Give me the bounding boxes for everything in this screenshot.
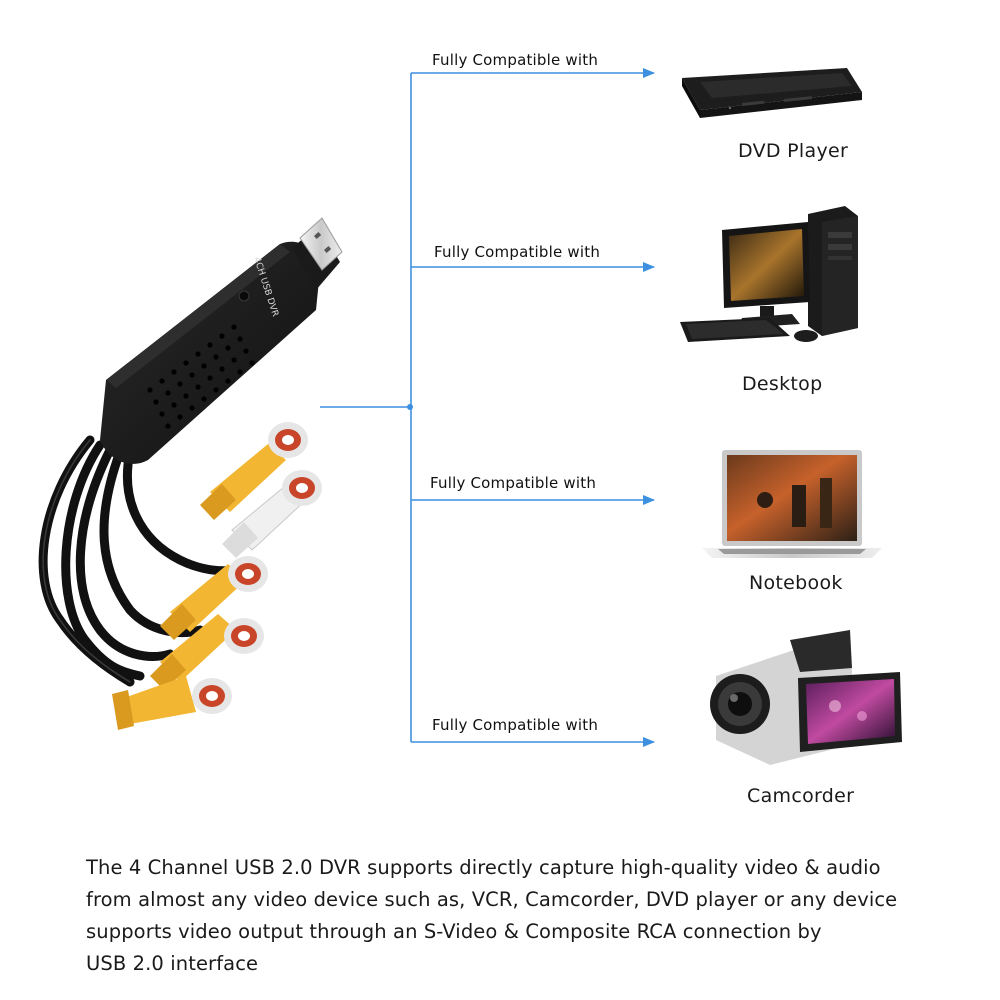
compat-label-dvd: Fully Compatible with: [432, 51, 598, 69]
rca-connector-yellow-lower: [150, 614, 264, 690]
camcorder-icon: [710, 630, 902, 765]
compat-label-camcorder: Fully Compatible with: [432, 716, 598, 734]
rca-connector-yellow-top: [200, 422, 308, 520]
device-label-notebook: Notebook: [749, 572, 843, 594]
junction-dot: [407, 404, 413, 410]
rca-connector-yellow-bottom: [112, 676, 232, 730]
dvr-body: 4CH USB DVR: [100, 217, 343, 464]
desktop-computer-icon: [680, 206, 858, 342]
connector-lines: [320, 68, 655, 747]
cable-bundle: [38, 435, 241, 687]
dvd-player-icon: [682, 68, 862, 118]
description-line-3: supports video output through an S-Video…: [86, 920, 822, 943]
device-label-dvd-player: DVD Player: [738, 140, 848, 162]
notebook-laptop-icon: [702, 450, 882, 558]
description-line-4: USB 2.0 interface: [86, 952, 259, 975]
description-line-1: The 4 Channel USB 2.0 DVR supports direc…: [86, 856, 881, 879]
vent-holes: [147, 324, 255, 429]
device-label-desktop: Desktop: [742, 373, 822, 395]
led-indicator: [238, 290, 250, 302]
rca-connector-white: [222, 470, 322, 558]
usb-dvr-device: 4CH USB DVR: [38, 217, 343, 730]
description-line-2: from almost any video device such as, VC…: [86, 888, 898, 911]
device-label-camcorder: Camcorder: [747, 785, 854, 807]
compat-label-notebook: Fully Compatible with: [430, 474, 596, 492]
compat-label-desktop: Fully Compatible with: [434, 243, 600, 261]
product-description: The 4 Channel USB 2.0 DVR supports direc…: [86, 852, 966, 980]
rca-connector-yellow-middle: [160, 556, 268, 640]
